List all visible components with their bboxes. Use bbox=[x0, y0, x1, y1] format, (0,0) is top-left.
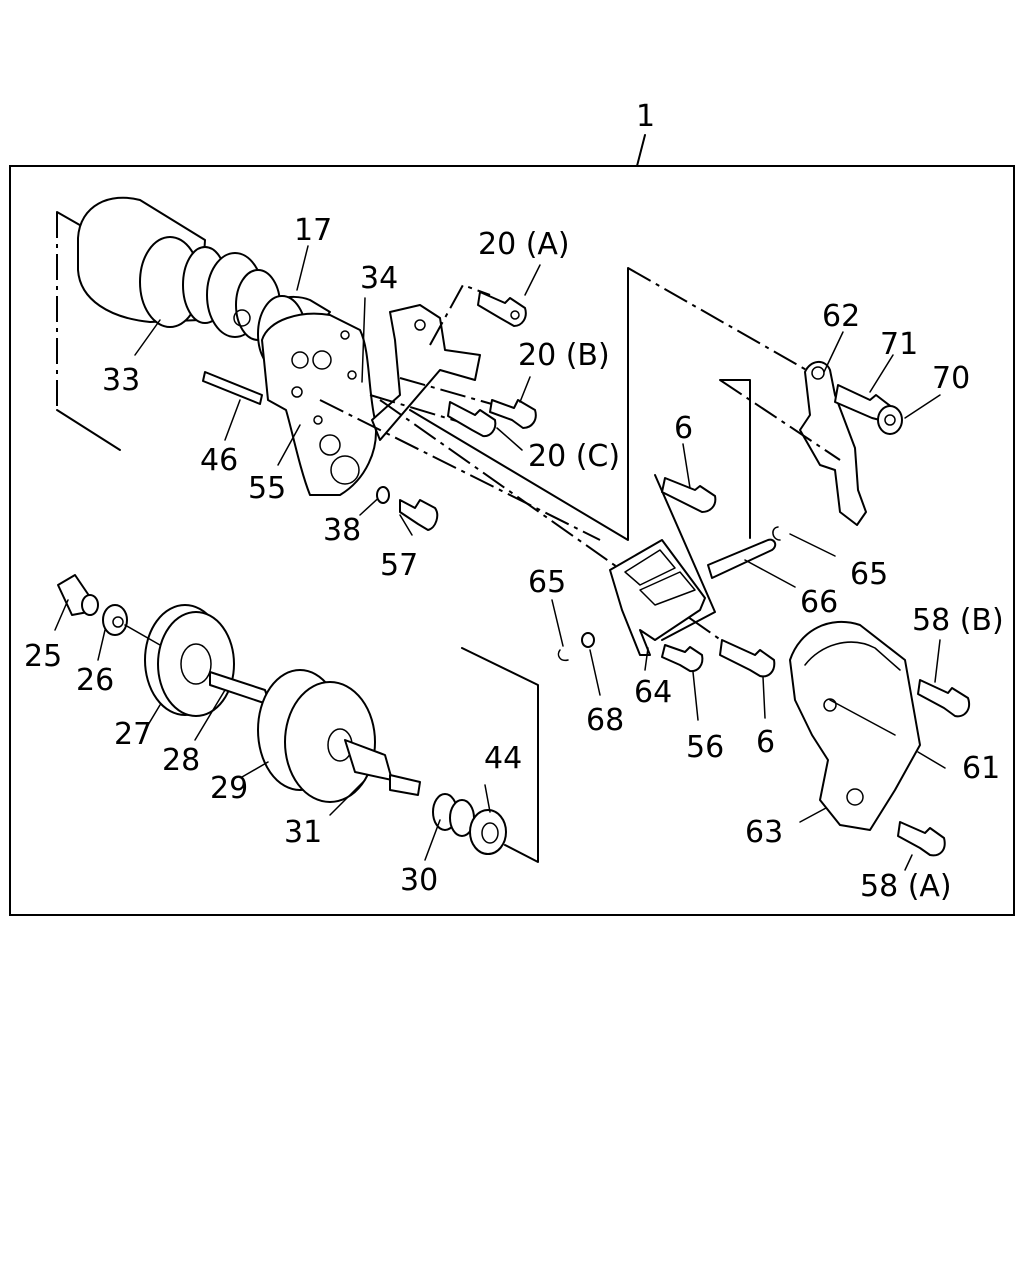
callout-56: 56 bbox=[686, 730, 724, 765]
washer-bolt-38-57 bbox=[376, 486, 439, 531]
callout-44: 44 bbox=[484, 741, 522, 776]
callout-65-left: 65 bbox=[528, 565, 566, 600]
callout-6-upper: 6 bbox=[674, 411, 693, 446]
callout-25: 25 bbox=[24, 639, 62, 674]
callout-30: 30 bbox=[400, 863, 438, 898]
callout-58b: 58 (B) bbox=[912, 603, 1004, 638]
callout-55: 55 bbox=[248, 471, 286, 506]
callout-20a: 20 (A) bbox=[478, 227, 570, 262]
bracket-group bbox=[551, 443, 836, 721]
callout-38: 38 bbox=[323, 513, 361, 548]
callout-29: 29 bbox=[210, 771, 248, 806]
callout-33: 33 bbox=[102, 363, 140, 398]
cover-group bbox=[789, 620, 970, 871]
callout-1: 1 bbox=[636, 99, 655, 134]
callout-65-right: 65 bbox=[850, 557, 888, 592]
pump-body-group bbox=[56, 196, 481, 496]
callout-17: 17 bbox=[294, 213, 332, 248]
callout-70: 70 bbox=[932, 361, 970, 396]
callout-20c: 20 (C) bbox=[528, 439, 620, 474]
callout-57: 57 bbox=[380, 548, 418, 583]
upper-left-leaders bbox=[134, 245, 413, 536]
callout-34: 34 bbox=[360, 261, 398, 296]
callout-27: 27 bbox=[114, 717, 152, 752]
callout-28: 28 bbox=[162, 743, 200, 778]
callout-58a: 58 (A) bbox=[860, 869, 952, 904]
assembly-leader bbox=[636, 134, 646, 167]
callout-31: 31 bbox=[284, 815, 322, 850]
callout-66: 66 bbox=[800, 585, 838, 620]
callout-20b: 20 (B) bbox=[518, 338, 610, 373]
assembly-frame bbox=[9, 165, 1015, 916]
callout-6-lower: 6 bbox=[756, 725, 775, 760]
bolts-20 bbox=[369, 264, 541, 451]
callout-71: 71 bbox=[880, 327, 918, 362]
callout-26: 26 bbox=[76, 663, 114, 698]
pulley-group bbox=[54, 574, 539, 863]
callout-62: 62 bbox=[822, 299, 860, 334]
callout-68: 68 bbox=[586, 703, 624, 738]
callout-63: 63 bbox=[745, 815, 783, 850]
lever-group bbox=[719, 331, 941, 539]
callout-64: 64 bbox=[634, 675, 672, 710]
callout-61: 61 bbox=[962, 751, 1000, 786]
callout-46: 46 bbox=[200, 443, 238, 478]
